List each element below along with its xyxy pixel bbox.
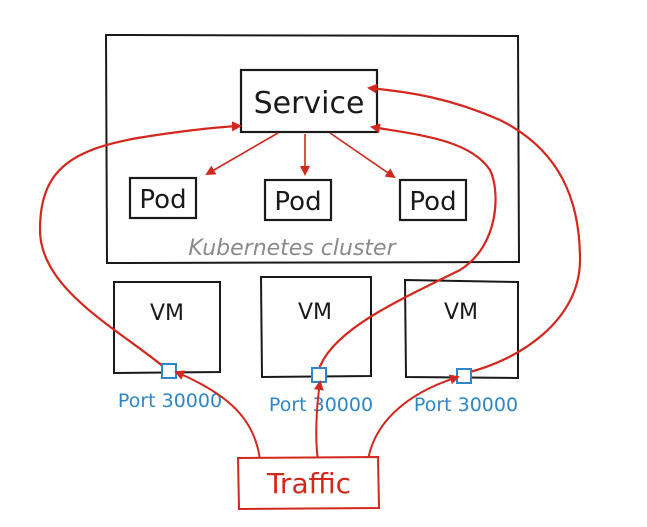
- traffic-to-port-paths: [174, 370, 460, 461]
- service-to-pod-arrows: [205, 132, 396, 179]
- vm-label: VM: [150, 301, 184, 326]
- port-label: Port 30000: [118, 390, 222, 412]
- pod-label: Pod: [139, 185, 186, 215]
- pod-3: Pod: [398, 178, 468, 222]
- pod-label: Pod: [409, 187, 456, 217]
- vm-label: VM: [298, 300, 332, 325]
- pod-box: [128, 176, 198, 220]
- service-node: Service: [239, 68, 379, 134]
- arrow-service-to-pod-1: [205, 132, 279, 176]
- vm-3: VM: [403, 278, 519, 380]
- port-label: Port 30000: [269, 394, 373, 416]
- pod-1: Pod: [128, 176, 198, 220]
- vm-2: VM: [259, 276, 372, 379]
- arrow-service-to-pod-3: [329, 132, 396, 179]
- traffic-label: Traffic: [266, 467, 351, 500]
- traffic-box: [236, 455, 381, 511]
- path-traffic-to-port-3: [367, 374, 460, 461]
- vm-box: [403, 278, 519, 380]
- port-labels: Port 30000 Port 30000 Port 30000: [118, 390, 518, 416]
- port-to-service-paths: [38, 83, 582, 375]
- service-label: Service: [254, 86, 365, 121]
- pod-box: [398, 178, 468, 222]
- path-traffic-to-port-2: [313, 380, 324, 461]
- vm-label: VM: [444, 300, 478, 325]
- vm-box: [259, 276, 372, 379]
- pod-box: [263, 178, 333, 222]
- port-square: [161, 363, 177, 379]
- port-square: [311, 367, 327, 383]
- vm-1: VM: [113, 281, 221, 375]
- cluster-label: Kubernetes cluster: [188, 236, 397, 261]
- pod-2: Pod: [263, 178, 333, 222]
- cluster-border: [104, 33, 521, 265]
- service-box: [239, 68, 379, 134]
- path-port-2-to-service: [316, 123, 497, 373]
- traffic-node: Traffic: [236, 455, 381, 511]
- port-label: Port 30000: [414, 394, 518, 416]
- path-port-3-to-service: [367, 83, 582, 375]
- kubernetes-cluster: Kubernetes cluster: [104, 33, 521, 265]
- ports: [161, 363, 472, 384]
- port-square: [456, 368, 472, 384]
- pod-label: Pod: [274, 187, 321, 217]
- path-traffic-to-port-1: [174, 370, 261, 461]
- vm-box: [113, 281, 221, 375]
- path-port-1-to-service: [38, 121, 242, 369]
